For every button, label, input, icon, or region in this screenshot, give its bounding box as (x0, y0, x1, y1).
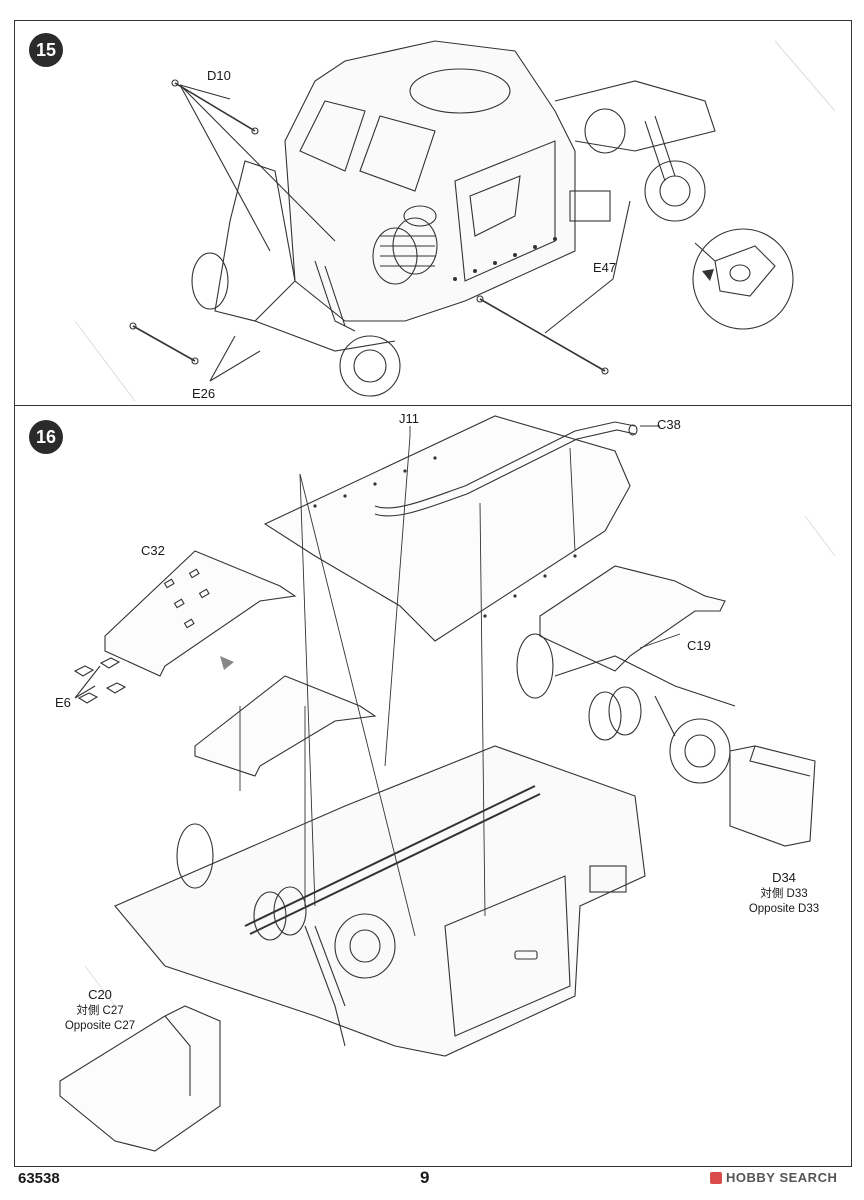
part-label-c38: C38 (657, 417, 681, 432)
page-number: 9 (420, 1168, 430, 1187)
part-note-d34-cn: 対側 D33 (760, 888, 808, 900)
watermark: HOBBY SEARCH (710, 1170, 837, 1185)
step-16-chassis-illustration (59, 415, 836, 1152)
part-label-c20: C20 (88, 987, 112, 1002)
part-label-d10: D10 (207, 68, 231, 83)
part-label-c19: C19 (687, 638, 711, 653)
step-16-badge: 16 (29, 420, 63, 454)
part-label-c32: C32 (141, 543, 165, 558)
part-label-e26: E26 (192, 386, 216, 401)
watermark-brand-search: SEARCH (779, 1170, 838, 1185)
part-label-e47: E47 (593, 260, 617, 275)
product-code: 63538 (18, 1170, 60, 1187)
step-15-vehicle-illustration (74, 40, 836, 402)
step-16-panel: 16 (14, 405, 852, 1167)
watermark-brand-hobby: HOBBY (726, 1170, 776, 1185)
step-15-badge: 15 (29, 33, 63, 67)
part-note-d34-en: Opposite D33 (748, 903, 820, 915)
part-label-d34: D34 (772, 870, 796, 885)
step-15-panel: 15 (14, 20, 852, 408)
part-label-e6: E6 (55, 695, 71, 710)
part-note-c20-cn: 対側 C27 (76, 1005, 124, 1017)
part-label-j11: J11 (399, 411, 419, 426)
part-note-c20-en: Opposite C27 (64, 1020, 136, 1032)
hobbysearch-logo-icon (710, 1171, 722, 1184)
